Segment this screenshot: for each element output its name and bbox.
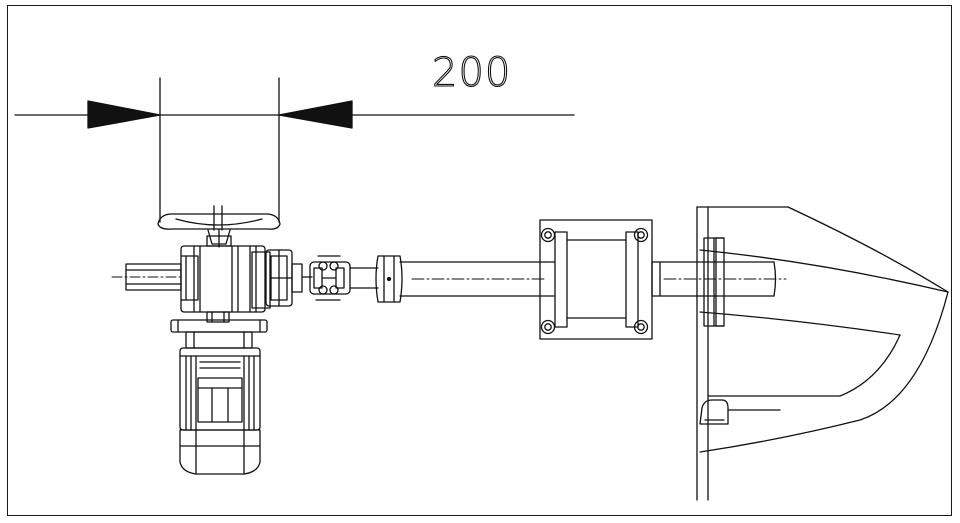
bearing-bolt-top-right [633, 227, 649, 243]
bearing-block [539, 219, 653, 340]
input-shaft [111, 263, 182, 291]
drive-shaft [349, 255, 546, 303]
dimension-value: 200 [432, 50, 511, 96]
flange-coupling [265, 249, 313, 307]
motor-mount [170, 311, 268, 349]
dimension-arrow-right [278, 100, 353, 129]
drawing-frame [7, 5, 952, 516]
output-shaft [651, 261, 787, 297]
bearing-bolt-bottom-right [633, 319, 649, 335]
handwheel [157, 205, 281, 248]
electric-motor [179, 347, 261, 475]
universal-joint [309, 255, 351, 301]
actuator-body [180, 245, 271, 313]
dimension-arrow-left [87, 100, 161, 129]
bearing-bolt-bottom-left [540, 319, 556, 335]
bearing-bolt-top-left [540, 227, 556, 243]
dimension-annotation: 200 [14, 49, 575, 223]
hull-structure [696, 206, 949, 501]
